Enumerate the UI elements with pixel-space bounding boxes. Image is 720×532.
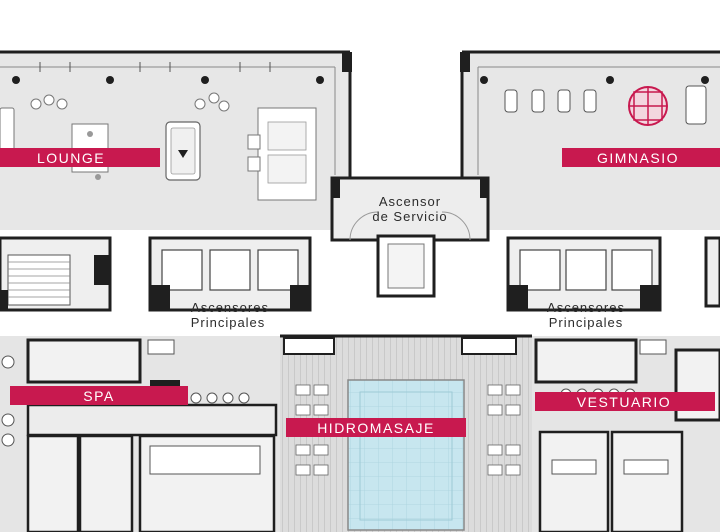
gimnasio-area (460, 50, 720, 230)
right-elevators-label-line2: Principales (549, 315, 624, 330)
spa-label: SPA (10, 386, 188, 405)
pool (347, 379, 465, 531)
left-elevators-label-line2: Principales (191, 315, 266, 330)
hidromasaje-label: HIDROMASAJE (286, 418, 466, 437)
service-elevator-label-line1: Ascensor (379, 194, 441, 209)
right-elevators-label-line1: Ascensores (547, 300, 625, 315)
gimnasio-label: GIMNASIO (562, 148, 720, 167)
hidromasaje-label-text: HIDROMASAJE (317, 420, 435, 436)
right-elevator-bank (506, 236, 720, 312)
service-core (330, 176, 490, 298)
vestuario-label: VESTUARIO (535, 392, 715, 411)
vestuario-label-text: VESTUARIO (577, 394, 671, 410)
stair-core (0, 236, 112, 312)
vestuario-area (532, 336, 720, 532)
spa-label-text: SPA (83, 388, 114, 404)
spa-area (0, 336, 280, 532)
service-elevator-label-line2: de Servicio (372, 209, 447, 224)
lounge-label-text: LOUNGE (37, 150, 105, 166)
lounge-label: LOUNGE (0, 148, 160, 167)
lounge-area (0, 50, 352, 230)
left-elevator-bank (148, 236, 312, 312)
gimnasio-label-text: GIMNASIO (597, 150, 679, 166)
left-elevators-label-line1: Ascensores (191, 300, 269, 315)
